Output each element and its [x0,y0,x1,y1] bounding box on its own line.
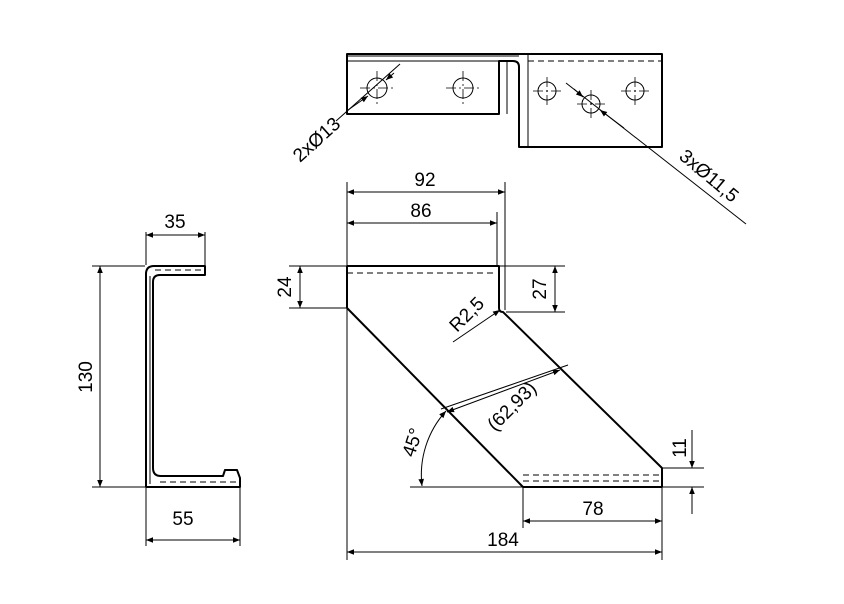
dim-top-thickness: 24 [275,276,296,298]
side-view: 35 130 55 [76,212,241,546]
dim-bottom-length: 78 [582,499,603,520]
dim-bottom-thickness: 11 [670,438,691,458]
dim-length-86: 86 [410,201,431,222]
dim-height: 130 [76,361,97,393]
hole-left-1 [360,71,394,105]
hole-right-2 [577,90,605,118]
front-view: 92 86 24 27 R2,5 45° (62,93) 11 [275,170,704,560]
dim-length-92: 92 [414,170,435,191]
dim-overall-length: 184 [487,530,519,551]
holes-right-leader [565,82,747,225]
hole-right-3 [621,77,649,105]
dim-flange-width: 35 [164,212,185,233]
dim-base-width: 55 [172,509,193,530]
hole-left-2 [446,71,480,105]
radius-leader [452,309,501,343]
dim-diagonal-width: (62,93) [484,378,541,435]
dim-right-height: 27 [530,278,551,299]
top-view: 2xØ13 3xØ11,5 [289,53,747,225]
dim-radius: R2,5 [446,293,489,336]
holes-left-leader [335,63,401,122]
hole-right-1 [533,77,561,105]
holes-left-label: 2xØ13 [289,114,345,167]
